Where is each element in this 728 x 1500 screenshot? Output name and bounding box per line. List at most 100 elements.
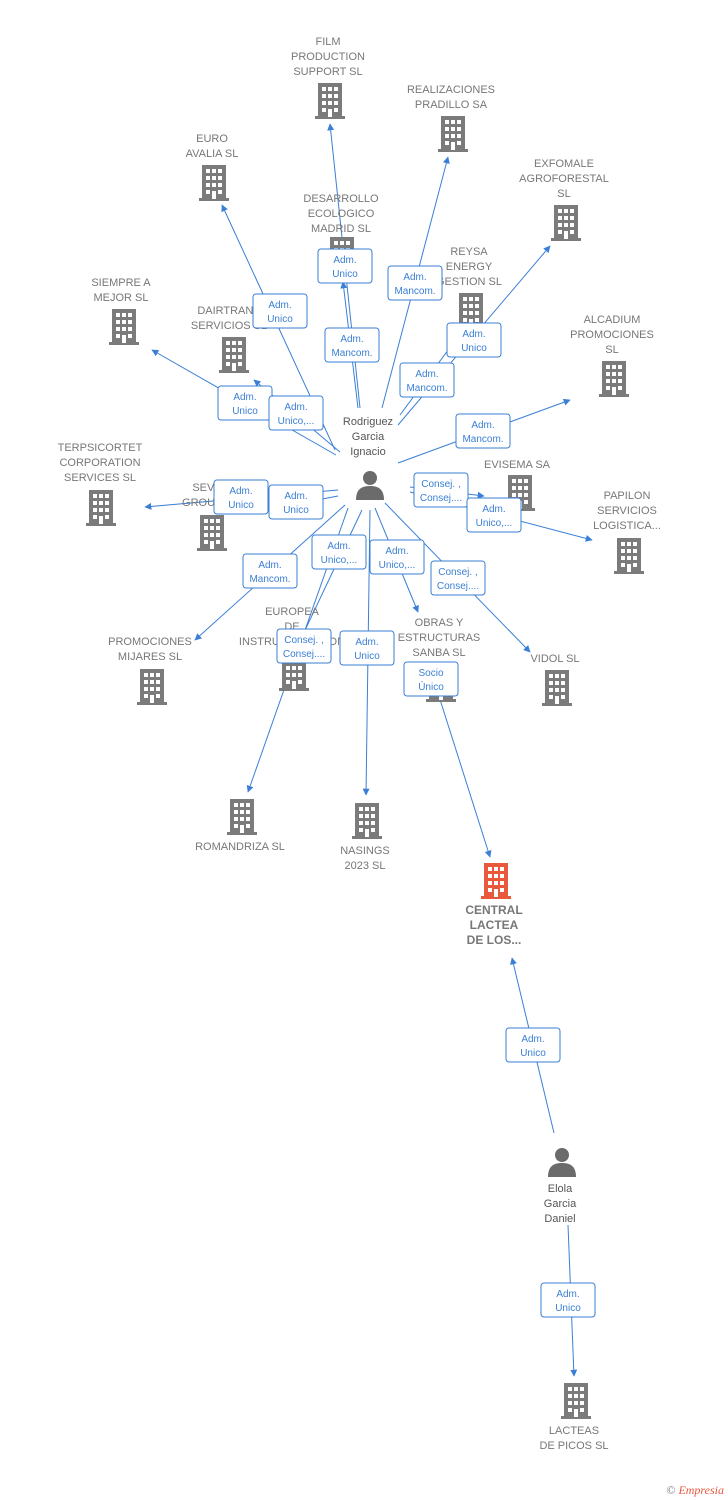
relation-badge[interactable]: Adm.Mancom. bbox=[387, 265, 443, 301]
building-icon bbox=[137, 669, 167, 705]
relation-badge[interactable]: Adm.Unico bbox=[540, 1282, 596, 1318]
relation-badge-text: Consej. , bbox=[421, 479, 460, 490]
relation-badge-text: Mancom. bbox=[406, 383, 447, 394]
footer-brand[interactable]: © Empresia bbox=[666, 1483, 724, 1498]
relation-badge[interactable]: Consej. , Consej.... bbox=[276, 628, 332, 664]
copyright-symbol: © bbox=[666, 1483, 676, 1497]
relation-badge-text: Adm. bbox=[521, 1034, 544, 1045]
company-node[interactable]: PAPILONSERVICIOSLOGISTICA... bbox=[593, 490, 661, 574]
building-icon bbox=[109, 309, 139, 345]
relation-badge[interactable]: Adm.Unico,... bbox=[369, 539, 425, 575]
relation-badge-text: Unico,... bbox=[278, 416, 315, 427]
relation-badge-box bbox=[252, 293, 308, 329]
building-icon bbox=[352, 803, 382, 839]
building-icon bbox=[199, 165, 229, 201]
company-name: VIDOL SL bbox=[530, 653, 579, 665]
company-name: PROMOCIONES bbox=[108, 636, 192, 648]
company-name: ECOLOGICO bbox=[308, 208, 375, 220]
company-name: TERPSICORTET bbox=[58, 442, 143, 454]
building-icon bbox=[481, 863, 511, 899]
relation-badge-text: Socio bbox=[418, 668, 443, 679]
relation-badge[interactable]: Adm.Unico bbox=[217, 385, 273, 421]
company-name: SL bbox=[605, 344, 618, 356]
relation-badge[interactable]: Adm.Mancom. bbox=[324, 327, 380, 363]
company-name: AGROFORESTAL bbox=[519, 173, 609, 185]
relation-badge[interactable]: Adm. Mancom. bbox=[399, 362, 455, 398]
relation-badge-text: Unico bbox=[283, 505, 309, 516]
relation-badge-text: Adm. bbox=[333, 255, 356, 266]
relation-badge-text: Consej. , bbox=[284, 635, 323, 646]
relation-badge[interactable]: Adm.Unico,... bbox=[311, 534, 367, 570]
relation-badge-text: Adm. bbox=[258, 560, 281, 571]
relation-badge-text: Consej.... bbox=[283, 649, 325, 660]
relation-badge-text: Adm. bbox=[233, 392, 256, 403]
building-icon bbox=[219, 337, 249, 373]
building-icon bbox=[197, 515, 227, 551]
company-name: SANBA SL bbox=[412, 647, 465, 659]
relation-badge-text: Adm. bbox=[415, 369, 438, 380]
relation-badge-text: Único bbox=[418, 680, 444, 693]
company-name: EUROPEA bbox=[265, 606, 319, 618]
company-name: PRADILLO SA bbox=[415, 99, 488, 111]
company-name: EURO bbox=[196, 133, 228, 145]
badges-layer: Adm.UnicoAdm.Mancom.Adm.Mancom.Adm.Unico… bbox=[213, 248, 596, 1318]
relation-badge[interactable]: Adm.Unico bbox=[252, 293, 308, 329]
relation-badge[interactable]: Adm.Unico,... bbox=[268, 395, 324, 431]
relation-badge[interactable]: Adm.Unico,... bbox=[466, 497, 522, 533]
company-name: MEJOR SL bbox=[93, 292, 148, 304]
relation-badge-text: Mancom. bbox=[394, 286, 435, 297]
relation-badge-text: Unico bbox=[228, 500, 254, 511]
relation-badge[interactable]: Adm.Unico bbox=[446, 322, 502, 358]
relation-badge[interactable]: Consej. ,Consej.... bbox=[413, 472, 469, 508]
relation-badge-text: Unico bbox=[461, 343, 487, 354]
relation-badge[interactable]: Adm.Unico bbox=[213, 479, 269, 515]
relation-badge-box bbox=[430, 560, 486, 596]
relation-badge-text: Mancom. bbox=[331, 348, 372, 359]
company-name: ROMANDRIZA SL bbox=[195, 841, 285, 853]
relation-badge[interactable]: Adm.Unico bbox=[339, 630, 395, 666]
relation-line bbox=[297, 509, 363, 646]
company-name: ALCADIUM bbox=[584, 314, 641, 326]
relation-badge[interactable]: Adm.Unico bbox=[268, 484, 324, 520]
relation-badge[interactable]: Adm.Unico bbox=[505, 1027, 561, 1063]
relation-badge-box bbox=[446, 322, 502, 358]
company-name: 2023 SL bbox=[345, 860, 386, 872]
company-node[interactable]: VIDOL SL bbox=[530, 653, 580, 706]
company-node[interactable]: ROMANDRIZA SL bbox=[195, 799, 285, 853]
company-name: SERVICIOS bbox=[597, 505, 657, 517]
person-name: Daniel bbox=[544, 1213, 575, 1225]
building-icon bbox=[551, 205, 581, 241]
relation-badge[interactable]: Adm.Mancom. bbox=[455, 413, 511, 449]
relation-badge[interactable]: Adm.Mancom. bbox=[242, 553, 298, 589]
relation-badge-box bbox=[276, 628, 332, 664]
company-name: ESTRUCTURAS bbox=[398, 632, 481, 644]
company-name: ENERGY bbox=[446, 261, 493, 273]
company-node[interactable]: EVISEMA SA bbox=[484, 459, 551, 511]
relation-badge[interactable]: Consej. ,Consej.... bbox=[430, 560, 486, 596]
relation-badge-text: Adm. bbox=[268, 300, 291, 311]
relation-badge-text: Unico bbox=[354, 651, 380, 662]
relation-badge[interactable]: Adm.Unico bbox=[317, 248, 373, 284]
relation-badge-box bbox=[242, 553, 298, 589]
person-name: Elola bbox=[548, 1183, 573, 1195]
building-icon bbox=[315, 83, 345, 119]
